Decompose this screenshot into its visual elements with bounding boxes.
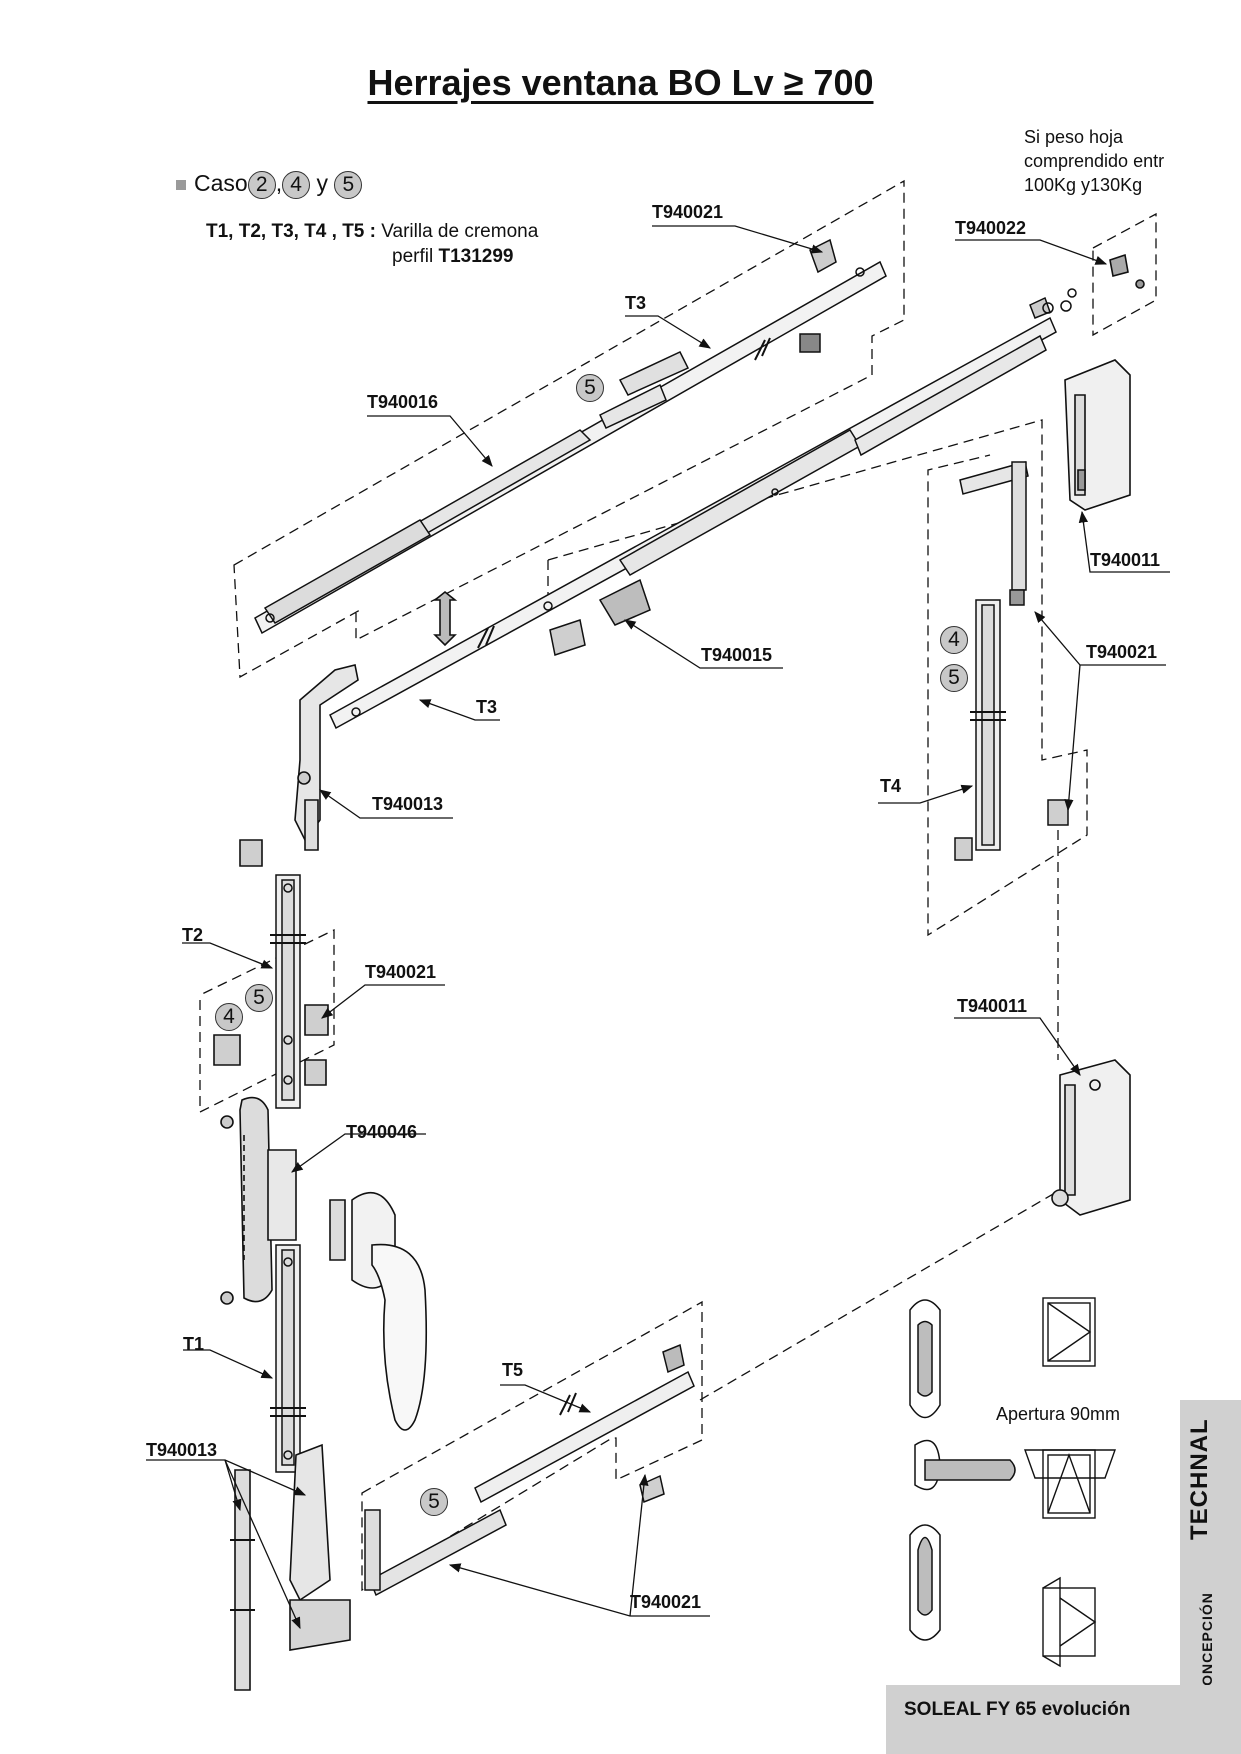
bullet-icon xyxy=(176,179,186,190)
caso-label: Caso xyxy=(194,170,248,196)
left-keeper-side xyxy=(304,1004,329,1036)
label-t940021-bottom: T940021 xyxy=(630,1592,702,1612)
left-vertical-rods xyxy=(270,874,306,1473)
legend-perfil-code: T131299 xyxy=(438,246,514,267)
label-t940021-right: T940021 xyxy=(1086,642,1158,662)
weight-note-line1: Si peso hoja xyxy=(1024,127,1124,147)
brand-sidebar xyxy=(1180,1400,1241,1700)
bottom-left-rod xyxy=(234,1469,251,1691)
label-t3-top: T3 xyxy=(625,293,647,313)
window-closed-icon xyxy=(1042,1297,1096,1367)
left-keeper-top xyxy=(239,839,263,867)
right-vertical-rod xyxy=(954,461,1069,861)
label-t940013-top: T940013 xyxy=(372,794,444,814)
case-circle-5-right: 5 xyxy=(940,664,968,692)
rod-legend: T1, T2, T3, T4 , T5 : Varilla de cremona… xyxy=(206,219,538,269)
weight-note-line3: 100Kg y130Kg xyxy=(1024,175,1143,195)
case-circle-4-right: 4 xyxy=(940,626,968,654)
window-handle xyxy=(329,1191,428,1431)
bottom-link-line xyxy=(699,1189,1061,1401)
weight-note: Si peso hoja comprendido entr 100Kg y130… xyxy=(1024,125,1164,197)
label-t4: T4 xyxy=(880,776,902,796)
case-circle-5-bottom: 5 xyxy=(420,1488,448,1516)
top-dashed-box xyxy=(233,179,905,679)
case-circle-4-left: 4 xyxy=(215,1003,243,1031)
label-t940046: T940046 xyxy=(346,1122,418,1142)
case-circle-5-left: 5 xyxy=(245,984,273,1012)
vertical-arrow-icon xyxy=(432,590,458,647)
gearbox-body xyxy=(267,1149,297,1241)
bottom-rod-assembly xyxy=(364,1343,695,1597)
handle-position-icons xyxy=(909,1299,1016,1641)
bottom-corner-left xyxy=(289,1443,331,1602)
case-circle-4: 4 xyxy=(282,170,311,199)
page-title: Herrajes ventana BO Lv ≥ 700 xyxy=(367,62,874,103)
label-t940015: T940015 xyxy=(701,645,773,665)
label-t1: T1 xyxy=(183,1334,205,1354)
label-t2: T2 xyxy=(182,925,204,945)
legend-text: Varilla de cremona xyxy=(381,221,539,242)
right-dashed-box xyxy=(547,419,1088,937)
caso-sep: , xyxy=(275,170,283,196)
label-t940011-top: T940011 xyxy=(1090,550,1161,570)
product-name: SOLEAL FY 65 evolución xyxy=(904,1699,1131,1720)
bottom-corner-foot xyxy=(289,1599,351,1651)
label-t3-mid: T3 xyxy=(476,697,498,717)
left-dashed-box xyxy=(199,928,335,1114)
label-t940013-bottom: T940013 xyxy=(146,1440,218,1460)
corner-piece-top-left xyxy=(294,664,359,842)
opening-note: Apertura 90mm xyxy=(996,1404,1121,1424)
weight-keeper xyxy=(1109,253,1129,277)
weight-dashed-box xyxy=(1092,212,1157,337)
legend-perfil: perfil xyxy=(392,246,434,267)
label-t5: T5 xyxy=(502,1360,524,1380)
opening-mode-icons xyxy=(1024,1297,1116,1668)
label-t940011-bottom: T940011 xyxy=(957,996,1028,1016)
top-rod-assembly xyxy=(254,238,887,635)
product-footer: SOLEAL FY 65 evolución xyxy=(886,1685,1241,1754)
label-t940021-top: T940021 xyxy=(652,202,724,222)
left-keeper-middle xyxy=(213,1034,241,1066)
label-t940021-left: T940021 xyxy=(365,962,437,982)
label-t940016: T940016 xyxy=(367,392,439,412)
weight-note-line2: comprendido entr xyxy=(1024,151,1165,171)
gearbox-cover xyxy=(239,1096,273,1303)
concepcion-label: CONCEPCIÓN xyxy=(1199,1592,1215,1697)
caso-and: y xyxy=(316,170,328,196)
case-circle-2: 2 xyxy=(247,170,276,199)
legend-codes: T1, T2, T3, T4 , T5 : xyxy=(206,221,376,242)
left-keeper-lower xyxy=(304,1059,327,1086)
leader-lines xyxy=(146,225,1170,1630)
middle-rod-assembly xyxy=(329,288,1077,730)
window-tilt-icon xyxy=(1024,1449,1116,1479)
label-t940022: T940022 xyxy=(955,218,1027,238)
case-circle-5: 5 xyxy=(334,170,363,199)
case-circle-5-top: 5 xyxy=(576,374,604,402)
window-turn-icon xyxy=(1042,1587,1096,1657)
brand-logo: TECHNAL xyxy=(1186,1418,1213,1540)
